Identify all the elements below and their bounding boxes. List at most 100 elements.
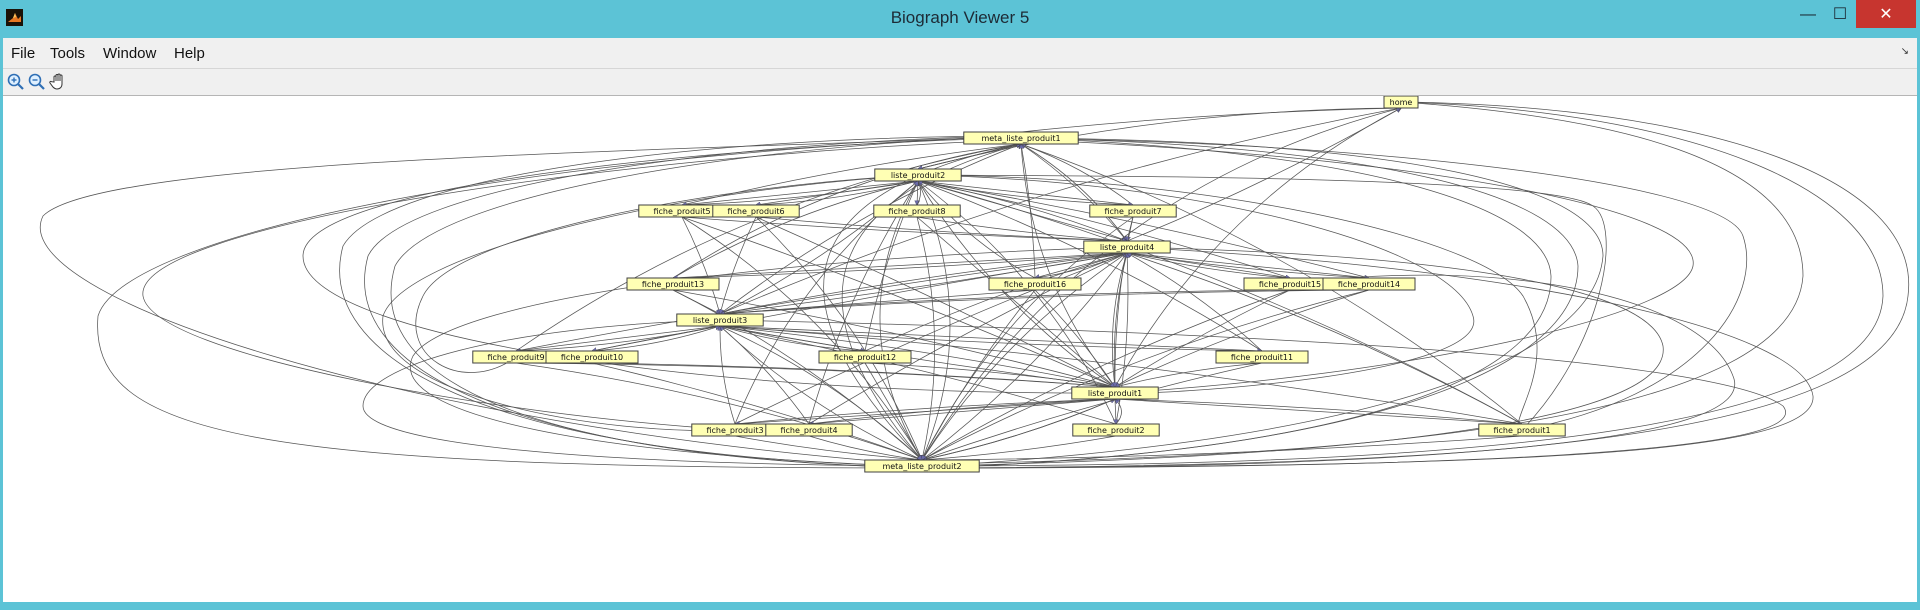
graph-edge [362, 319, 913, 466]
graph-node[interactable]: home [1383, 96, 1419, 109]
node-box[interactable] [712, 204, 800, 218]
node-label: fiche_produit6 [727, 207, 784, 216]
graph-edge [40, 135, 1020, 464]
graph-edge [922, 289, 1291, 460]
maximize-button[interactable]: ☐ [1832, 6, 1848, 23]
graph-node[interactable]: meta_liste_produit2 [864, 459, 980, 473]
node-box[interactable] [1322, 277, 1416, 291]
graph-edge [720, 252, 1128, 314]
zoom-in-icon[interactable] [6, 72, 26, 92]
node-box[interactable] [1089, 204, 1177, 218]
graph-node[interactable]: fiche_produit7 [1089, 204, 1177, 218]
graph-edge [720, 326, 736, 425]
graph-node[interactable]: fiche_produit10 [545, 350, 639, 364]
graph-edge [1020, 143, 1127, 241]
node-label: fiche_produit4 [780, 426, 837, 435]
graph-edge [1126, 108, 1401, 242]
graph-node[interactable]: liste_produit2 [874, 168, 962, 182]
graph-node[interactable]: fiche_produit14 [1322, 277, 1416, 291]
node-box[interactable] [676, 313, 764, 327]
node-label: fiche_produit3 [706, 426, 763, 435]
graph-edge [755, 216, 1115, 387]
menu-window[interactable]: Window [103, 45, 157, 62]
graph-node[interactable]: fiche_produit12 [818, 350, 912, 364]
node-box[interactable] [1071, 386, 1159, 400]
node-label: meta_liste_produit2 [882, 462, 961, 471]
pan-hand-icon[interactable] [49, 72, 69, 92]
graph-edge [681, 216, 1127, 241]
graph-node[interactable]: fiche_produit2 [1072, 423, 1160, 437]
node-label: fiche_produit9 [487, 353, 544, 362]
node-box[interactable] [1072, 423, 1160, 437]
graph-edge [1115, 399, 1523, 425]
graph-edge [922, 252, 1128, 460]
graph-edge [809, 398, 1116, 424]
graph-diagram: home meta_liste_produit1 liste_produit2fic… [40, 96, 1910, 473]
graph-edge [672, 181, 918, 279]
graph-edge [823, 143, 1022, 460]
graph-edge [916, 216, 935, 460]
graph-edge [720, 326, 1263, 352]
node-box[interactable] [988, 277, 1082, 291]
graph-node[interactable]: fiche_produit16 [988, 277, 1082, 291]
graph-node[interactable]: fiche_produit5 [638, 204, 726, 218]
graph-edge [1115, 362, 1263, 387]
graph-edge [928, 137, 1604, 466]
node-label: fiche_produit8 [888, 207, 945, 216]
minimize-button[interactable]: — [1800, 6, 1816, 23]
graph-node[interactable]: fiche_produit4 [765, 423, 853, 437]
graph-node[interactable]: fiche_produit11 [1215, 350, 1309, 364]
node-box[interactable] [1478, 423, 1566, 437]
graph-edge [928, 101, 1804, 464]
graph-edge [808, 399, 1115, 425]
node-box[interactable] [765, 423, 853, 437]
graph-edge [923, 137, 1552, 468]
graph-node[interactable]: fiche_produit8 [873, 204, 961, 218]
node-box[interactable] [626, 277, 720, 291]
graph-edge [734, 399, 1115, 425]
zoom-out-icon[interactable] [27, 72, 47, 92]
node-label: liste_produit1 [1088, 389, 1142, 398]
graph-node[interactable]: fiche_produit6 [712, 204, 800, 218]
dock-arrow-icon[interactable]: ↘ [1900, 46, 1909, 57]
graph-edge [515, 362, 922, 460]
graph-node[interactable]: meta_liste_produit1 [963, 131, 1079, 145]
menu-file[interactable]: File [11, 45, 36, 62]
close-button[interactable]: ✕ [1856, 0, 1916, 28]
graph-node[interactable]: fiche_produit1 [1478, 423, 1566, 437]
graph-node[interactable]: fiche_produit15 [1243, 277, 1337, 291]
node-box[interactable] [963, 131, 1079, 145]
graph-edge [1115, 289, 1370, 387]
matlab-icon[interactable] [6, 9, 23, 26]
node-box[interactable] [1083, 240, 1171, 254]
node-box[interactable] [545, 350, 639, 364]
graph-edge [720, 216, 757, 314]
title-bar[interactable]: Biograph Viewer 5 — ☐ ✕ [0, 0, 1920, 36]
graph-node[interactable]: liste_produit4 [1083, 240, 1171, 254]
graph-edge [917, 180, 918, 205]
menu-tools[interactable]: Tools [50, 45, 86, 62]
toolbar [3, 69, 1917, 96]
graph-edge [928, 175, 1607, 431]
node-label: liste_produit4 [1100, 243, 1154, 252]
graph-edge [591, 326, 720, 352]
node-box[interactable] [1215, 350, 1309, 364]
graph-edge [720, 326, 1116, 388]
node-box[interactable] [873, 204, 961, 218]
graph-edge [928, 246, 1664, 466]
graph-edge [808, 435, 922, 460]
node-box[interactable] [818, 350, 912, 364]
node-box[interactable] [864, 459, 980, 473]
graph-node[interactable]: fiche_produit3 [691, 423, 779, 437]
node-box[interactable] [874, 168, 962, 182]
node-label: fiche_produit1 [1493, 426, 1550, 435]
menu-help[interactable]: Help [174, 45, 205, 62]
graph-node[interactable]: liste_produit1 [1071, 386, 1159, 400]
graph-node[interactable]: liste_produit3 [676, 313, 764, 327]
node-label: fiche_produit14 [1338, 280, 1400, 289]
node-box[interactable] [1383, 96, 1419, 109]
graph-node[interactable]: fiche_produit13 [626, 277, 720, 291]
graph-edge [919, 174, 1474, 393]
graph-edge [1127, 253, 1523, 425]
